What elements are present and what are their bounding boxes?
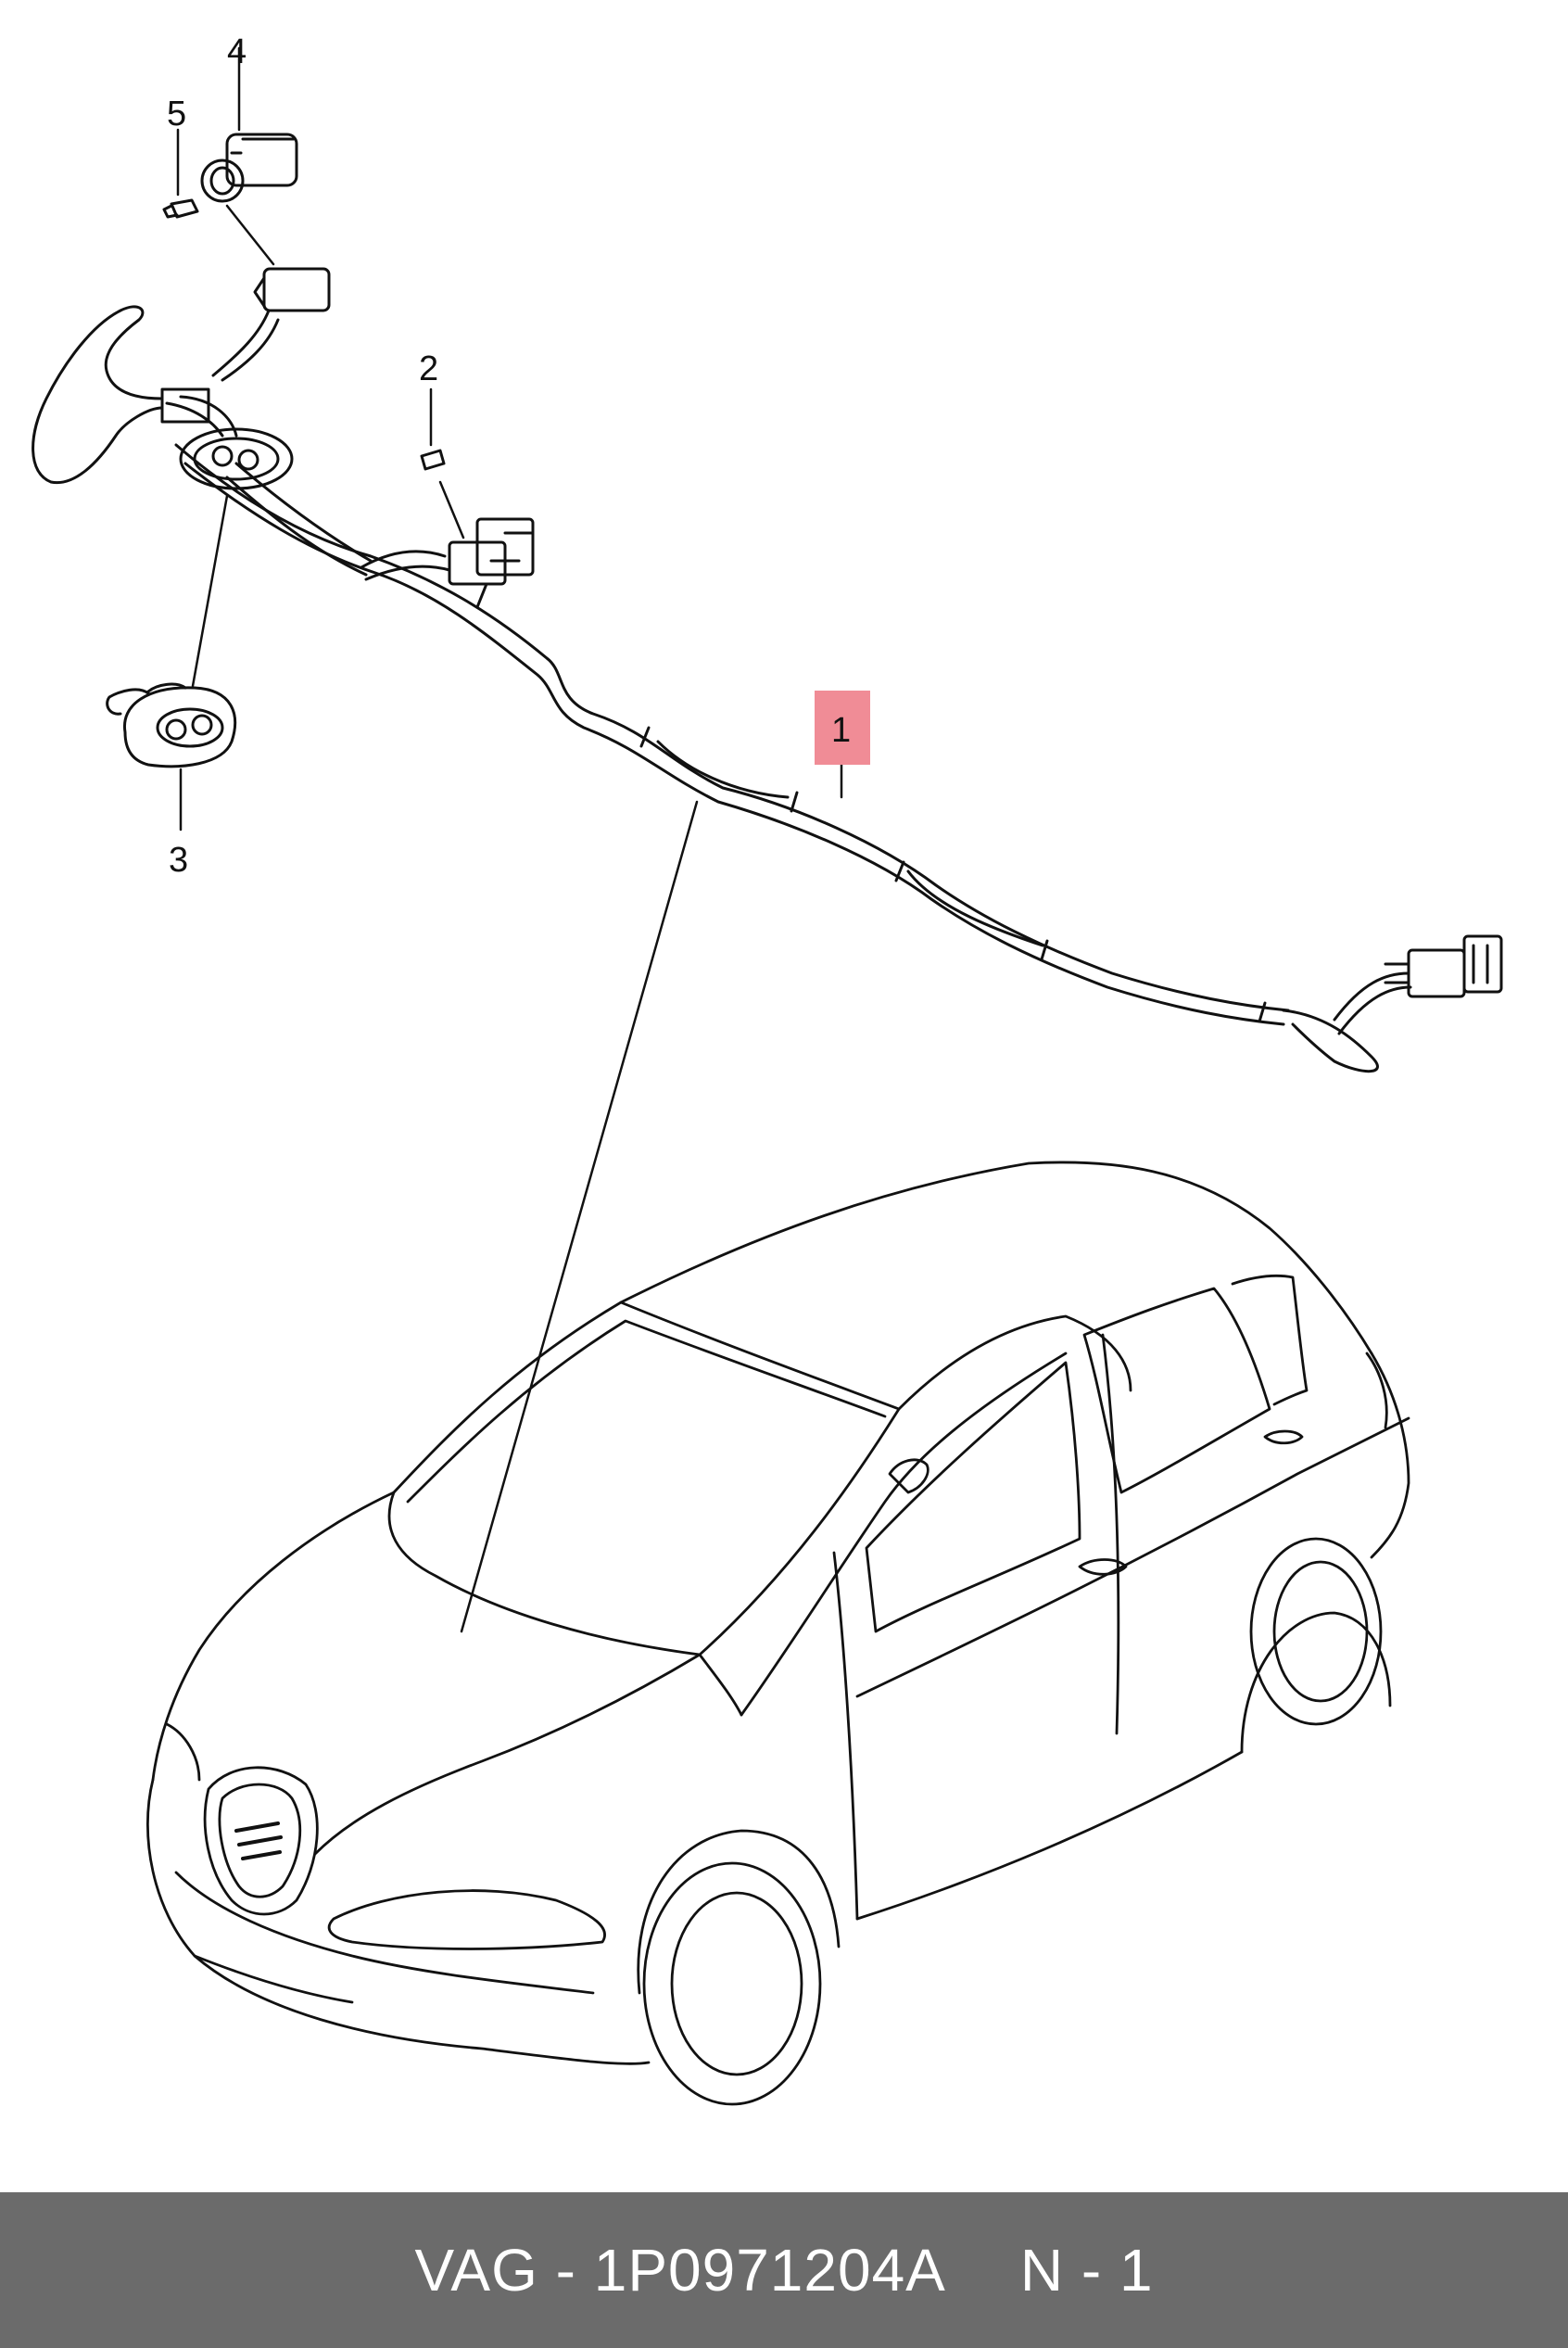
quantity-label: N - 1 bbox=[1019, 2237, 1154, 2304]
car-illustration bbox=[146, 1161, 1410, 2106]
parts-diagram: 1 2 3 4 5 bbox=[32, 32, 1503, 2106]
parking-sensor bbox=[200, 46, 298, 266]
sensor-connector bbox=[253, 267, 331, 312]
grommet bbox=[179, 427, 294, 490]
part-number-footer: VAG - 1P0971204A N - 1 bbox=[0, 2192, 1568, 2348]
connector-mid bbox=[448, 517, 535, 609]
grommet-seal bbox=[106, 494, 237, 831]
pin-part bbox=[420, 387, 465, 539]
callout-4: 4 bbox=[227, 32, 247, 71]
part-number-label: VAG - 1P0971204A bbox=[414, 2237, 946, 2304]
clip-part bbox=[162, 128, 199, 219]
connector-right bbox=[1384, 934, 1503, 998]
brand-logo-icon bbox=[234, 1821, 283, 1860]
grille-badge bbox=[203, 1766, 319, 1916]
callout-3: 3 bbox=[169, 841, 188, 880]
callout-2: 2 bbox=[419, 349, 438, 388]
wiring-harness bbox=[32, 267, 1503, 1073]
callout-1: 1 bbox=[831, 711, 851, 750]
callout-5: 5 bbox=[167, 95, 186, 133]
callout-1-highlight bbox=[815, 691, 870, 765]
